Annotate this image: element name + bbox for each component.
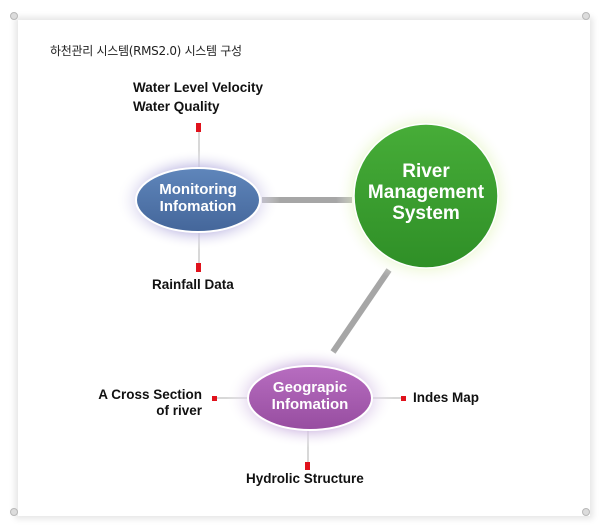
label-hydrolic-structure: Hydrolic Structure bbox=[246, 471, 364, 486]
label-water-level: Water Level Velocity bbox=[133, 80, 264, 95]
label-cross-section-line2: of river bbox=[156, 403, 202, 418]
corner-pin bbox=[582, 508, 590, 516]
label-cross-section-line1: A Cross Section bbox=[98, 387, 202, 402]
label-indes-map: Indes Map bbox=[413, 390, 480, 405]
monitoring-node-line2: Infomation bbox=[159, 197, 237, 215]
geographic-node-line2: Infomation bbox=[271, 395, 349, 413]
corner-pin bbox=[10, 508, 18, 516]
marker-rainfall bbox=[196, 263, 201, 272]
monitoring-node-label: Monitoring Infomation bbox=[138, 181, 258, 215]
center-node-line2: Management bbox=[367, 181, 485, 203]
marker-cross-section bbox=[212, 396, 217, 401]
marker-water-level bbox=[196, 123, 201, 132]
center-node-line1: River bbox=[402, 161, 450, 182]
diagram-title: 하천관리 시스템(RMS2.0) 시스템 구성 bbox=[50, 44, 242, 58]
monitoring-node bbox=[135, 167, 261, 233]
river-management-system-node bbox=[353, 123, 499, 269]
marker-hydrolic bbox=[305, 462, 310, 470]
geographic-node-label: Geograpic Infomation bbox=[250, 379, 370, 413]
monitoring-node-line1: Monitoring bbox=[159, 181, 237, 198]
label-water-quality: Water Quality bbox=[133, 99, 220, 114]
geographic-node bbox=[247, 365, 373, 431]
connector-center-geographic bbox=[330, 268, 392, 354]
geographic-node-line1: Geograpic bbox=[272, 379, 348, 396]
center-node-label: River Management System bbox=[354, 161, 498, 225]
marker-indes-map bbox=[401, 396, 406, 401]
center-node-line3: System bbox=[392, 202, 460, 224]
corner-pin bbox=[10, 12, 18, 20]
corner-pin bbox=[582, 12, 590, 20]
label-rainfall: Rainfall Data bbox=[152, 277, 234, 292]
